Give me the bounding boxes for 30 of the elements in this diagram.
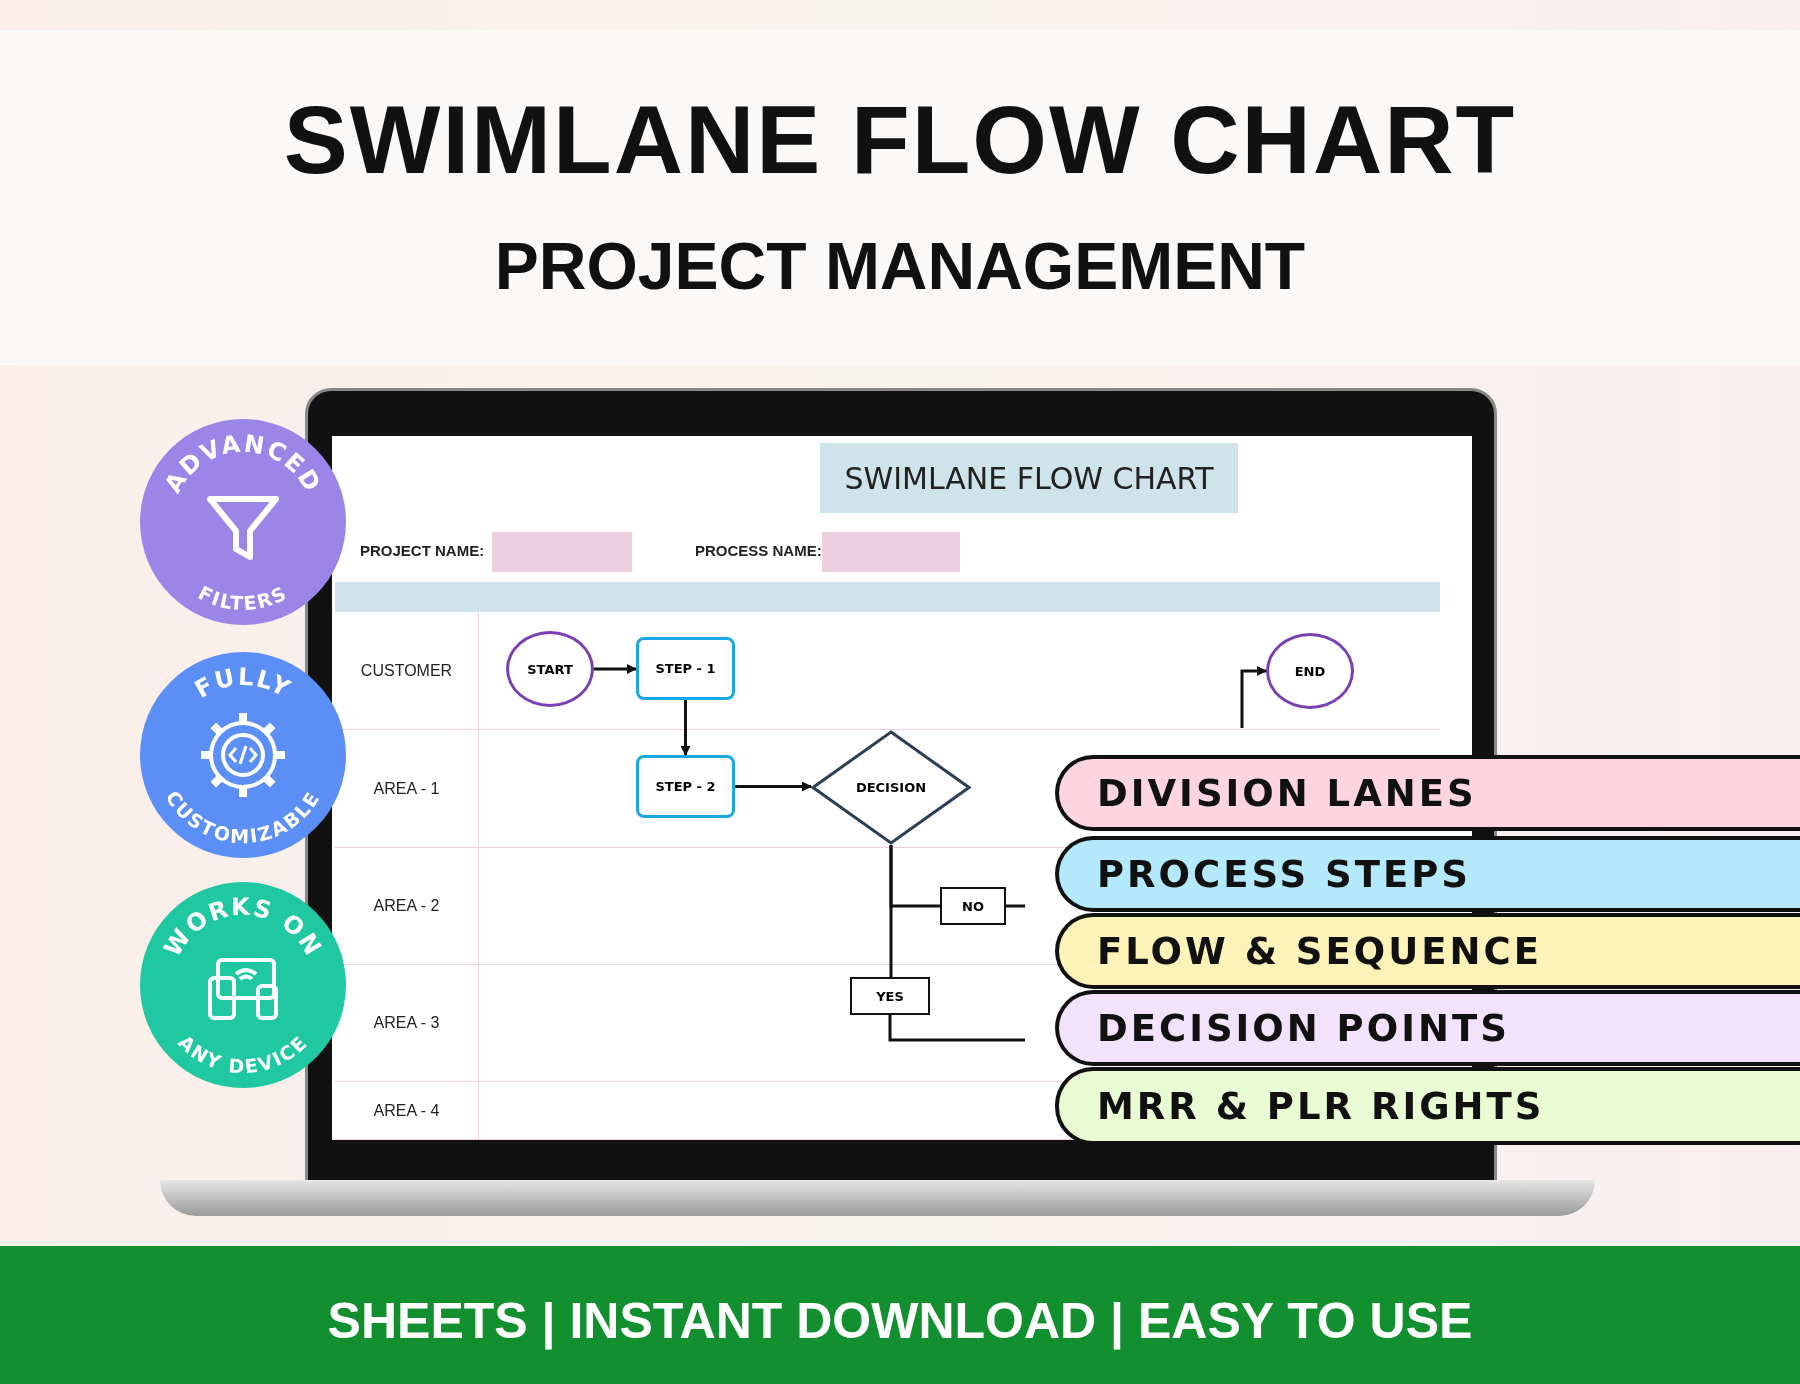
process-box: STEP - 2 [636,755,735,818]
connector-line [888,1015,1025,1042]
badge-text: FULLY [189,662,297,704]
lane-label: AREA - 2 [372,896,441,916]
label-box: YES [850,977,930,1015]
lane-label: AREA - 1 [372,778,441,799]
field-label: PROCESS NAME: [695,542,822,559]
decision-diamond: DECISION [811,730,971,845]
field-label: PROJECT NAME: [360,542,485,559]
lane-label: AREA - 4 [372,1100,441,1121]
arrow [1240,666,1267,728]
connector-line [1006,904,1025,908]
arrow [594,664,637,674]
label-box: NO [940,887,1006,925]
arrow [680,700,691,756]
feature-tab: DIVISION LANES [1055,755,1800,831]
connector-line [889,845,893,977]
lane-label: CUSTOMER [359,661,454,681]
main-title: SWIMLANE FLOW CHART [282,85,1518,195]
subtitle: PROJECT MANAGEMENT [493,228,1307,304]
feature-tab: PROCESS STEPS [1055,836,1800,912]
badge-text: FILTERS [194,581,292,615]
feature-tab: FLOW & SEQUENCE [1055,913,1800,989]
lane-label: AREA - 3 [372,1013,441,1033]
feature-tab: DECISION POINTS [1055,990,1800,1066]
feature-tab: MRR & PLR RIGHTS [1055,1067,1800,1145]
process-box: STEP - 1 [636,637,735,700]
footer-text: SHEETS | INSTANT DOWNLOAD | EASY TO USE [326,1292,1474,1350]
arrow [735,781,812,792]
sheet-title: SWIMLANE FLOW CHART [820,443,1238,513]
